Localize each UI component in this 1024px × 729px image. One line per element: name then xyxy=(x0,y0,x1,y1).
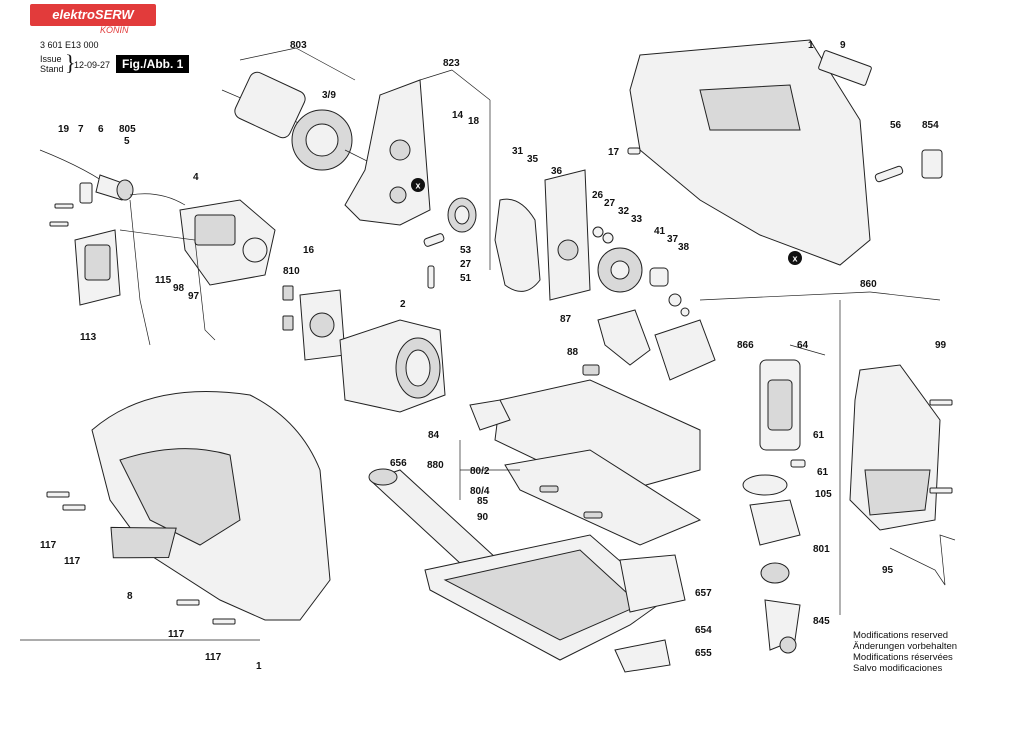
callout-654: 654 xyxy=(695,625,712,636)
callout-27: 27 xyxy=(460,259,472,270)
field-coil xyxy=(339,319,446,413)
callout-17: 17 xyxy=(608,147,620,158)
callout-26: 26 xyxy=(592,190,604,201)
callout-1: 1 xyxy=(808,40,814,51)
callout-36: 36 xyxy=(551,166,563,177)
pendulum-lever xyxy=(597,309,716,381)
watermark-city: KONIN xyxy=(100,25,129,35)
callout-3-9: 3/9 xyxy=(322,90,336,101)
callout-95: 95 xyxy=(882,565,894,576)
base-plate-assembly xyxy=(469,364,702,546)
callout-90: 90 xyxy=(477,512,489,523)
callout-41: 41 xyxy=(654,226,666,237)
callout-38: 38 xyxy=(678,242,690,253)
callout-854: 854 xyxy=(922,120,939,131)
callout-99: 99 xyxy=(935,340,947,351)
callout-98: 98 xyxy=(173,283,185,294)
x-marker: x xyxy=(792,254,797,264)
issue-labels: Issue Stand xyxy=(40,54,64,74)
switch-module xyxy=(179,199,276,286)
brace-glyph: } xyxy=(65,50,76,75)
callout-880: 880 xyxy=(427,460,444,471)
note-line: Modifications réservées xyxy=(853,652,953,663)
callout-105: 105 xyxy=(815,489,832,500)
callout-8: 8 xyxy=(127,591,133,602)
callout-810: 810 xyxy=(283,266,300,277)
callout-117: 117 xyxy=(40,540,57,551)
callout-35: 35 xyxy=(527,154,539,165)
callout-18: 18 xyxy=(468,116,480,127)
callout-56: 56 xyxy=(890,120,902,131)
callout-115: 115 xyxy=(155,275,172,286)
callout-860: 860 xyxy=(860,279,877,290)
callout-27b: 27 xyxy=(604,198,616,209)
gear-assembly xyxy=(494,169,690,317)
callout-32: 32 xyxy=(618,206,630,217)
watermark-logo: elektroSERW xyxy=(30,4,156,26)
callout-61b: 61 xyxy=(817,467,829,478)
callout-803: 803 xyxy=(290,40,307,51)
brush-holder xyxy=(282,285,346,361)
callout-657: 657 xyxy=(695,588,712,599)
callout-823: 823 xyxy=(443,58,460,69)
callout-19: 19 xyxy=(58,124,70,135)
note-line: Änderungen vorbehalten xyxy=(853,641,958,652)
callout-801: 801 xyxy=(813,544,830,555)
callout-84: 84 xyxy=(428,430,440,441)
x-marker: x xyxy=(415,181,420,191)
stand-label: Stand xyxy=(40,64,64,74)
callout-80-2: 80/2 xyxy=(470,466,490,477)
callout-117b: 117 xyxy=(64,556,81,567)
callout-2: 2 xyxy=(400,299,406,310)
callout-53: 53 xyxy=(460,245,472,256)
callout-85: 85 xyxy=(477,496,489,507)
document-number: 3 601 E13 000 xyxy=(40,40,99,50)
reference-markers: x x xyxy=(411,178,802,265)
callout-1b: 1 xyxy=(256,661,262,672)
callout-117d: 117 xyxy=(205,652,222,663)
callouts: 803 3/9 823 14 18 53 27 51 19 7 6 805 5 … xyxy=(40,40,947,672)
callout-805: 805 xyxy=(119,124,136,135)
handle-housing xyxy=(46,391,331,625)
callout-97: 97 xyxy=(188,291,200,302)
callout-656: 656 xyxy=(390,458,407,469)
callout-31: 31 xyxy=(512,146,524,157)
callout-113: 113 xyxy=(80,332,97,343)
issue-label: Issue xyxy=(40,54,62,64)
modification-notes: Modifications reserved Änderungen vorbeh… xyxy=(853,630,957,674)
callout-117c: 117 xyxy=(168,629,185,640)
callout-87: 87 xyxy=(560,314,572,325)
motor-housing xyxy=(627,39,943,266)
base-cover xyxy=(424,534,686,673)
callout-845: 845 xyxy=(813,616,830,627)
callout-51: 51 xyxy=(460,273,472,284)
callout-61: 61 xyxy=(813,430,825,441)
callout-655: 655 xyxy=(695,648,712,659)
blade-guard-assembly xyxy=(742,344,956,654)
bearing-plate xyxy=(344,79,477,289)
callout-16: 16 xyxy=(303,245,315,256)
callout-80-4: 80/4 xyxy=(470,486,490,497)
callout-37: 37 xyxy=(667,234,679,245)
callout-88: 88 xyxy=(567,347,579,358)
note-line: Salvo modificaciones xyxy=(853,663,943,674)
callout-33: 33 xyxy=(631,214,643,225)
callout-5: 5 xyxy=(124,136,130,147)
interference-board xyxy=(74,229,121,306)
callout-7: 7 xyxy=(78,124,84,135)
callout-64: 64 xyxy=(797,340,809,351)
callout-4: 4 xyxy=(193,172,199,183)
callout-866: 866 xyxy=(737,340,754,351)
leader-lines xyxy=(20,47,941,641)
note-line: Modifications reserved xyxy=(853,630,949,641)
power-cable xyxy=(39,149,216,346)
callout-6: 6 xyxy=(98,124,104,135)
armature xyxy=(221,71,386,171)
callout-9: 9 xyxy=(840,40,846,51)
issue-date: 12-09-27 xyxy=(74,60,111,70)
figure-label: Fig./Abb. 1 xyxy=(116,55,190,73)
callout-14: 14 xyxy=(452,110,464,121)
